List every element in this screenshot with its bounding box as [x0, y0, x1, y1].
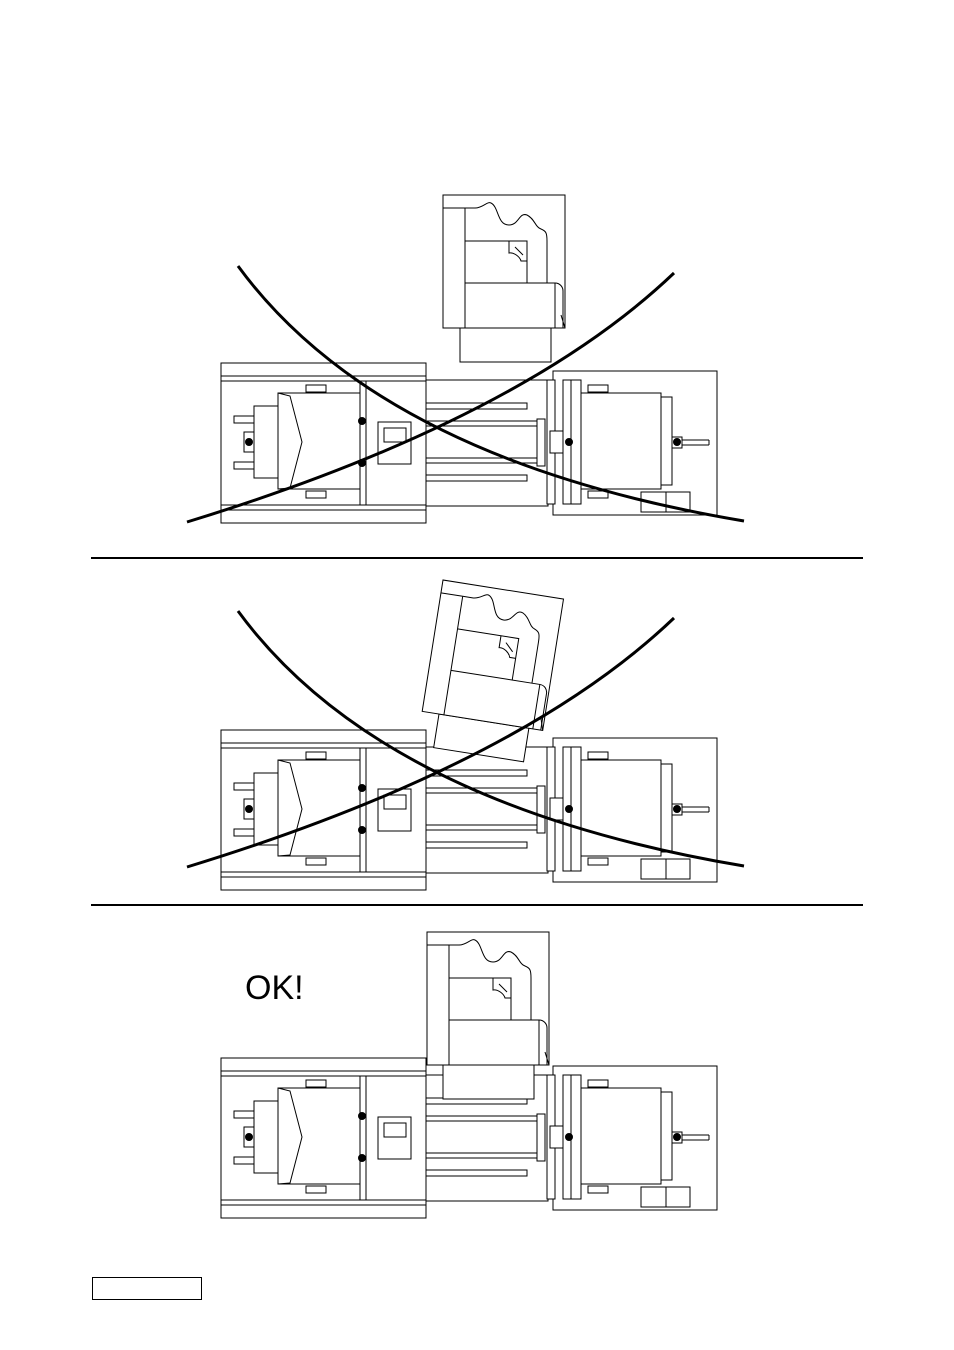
footer-box [92, 1277, 202, 1300]
inserted-unit [417, 580, 564, 764]
machine-assembly [221, 730, 717, 890]
inserted-unit [427, 932, 549, 1099]
panel-1 [187, 195, 744, 523]
ok-label: OK! [245, 969, 304, 1007]
inserted-unit [443, 195, 565, 362]
panel-2 [187, 580, 744, 890]
panel-3: OK! [221, 932, 717, 1218]
